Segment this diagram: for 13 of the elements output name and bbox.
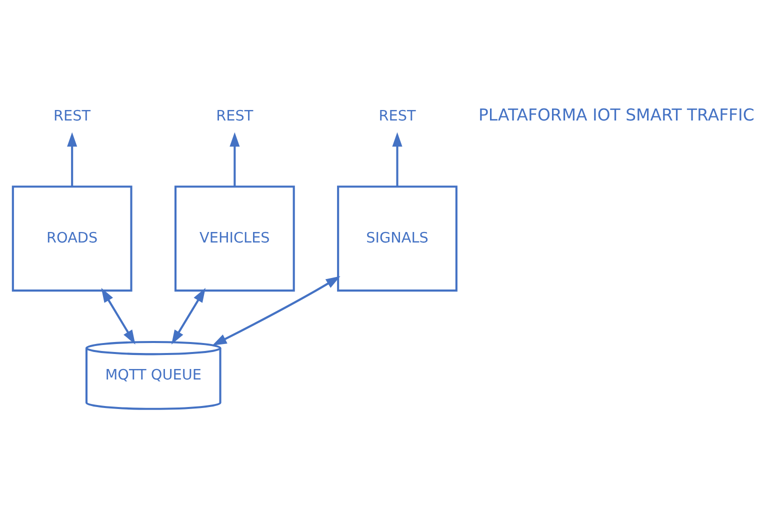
node-box: ROADS xyxy=(12,185,132,292)
node-box: VEHICLES xyxy=(174,185,295,292)
node-text: REST xyxy=(378,108,416,124)
node-text: REST xyxy=(216,108,254,124)
node-text: REST xyxy=(54,108,91,124)
arrow xyxy=(171,287,206,344)
arrow xyxy=(392,132,402,186)
arrow xyxy=(67,132,78,186)
label: PLATAFORMA IOT SMART TRAFFIC xyxy=(478,105,754,124)
arrow xyxy=(101,287,136,344)
node-box: SIGNALS xyxy=(337,185,458,292)
arrow xyxy=(230,132,240,186)
arrow xyxy=(212,276,340,346)
